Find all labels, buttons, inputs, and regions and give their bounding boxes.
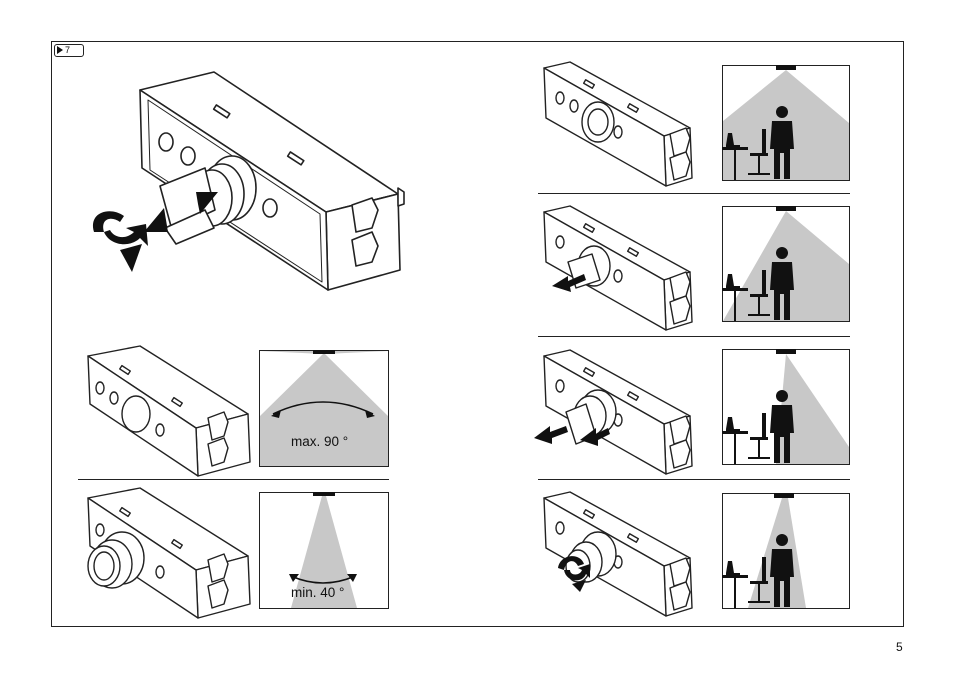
- beam-label-wide: max. 90 °: [291, 434, 348, 449]
- beam-panel-wide: [259, 350, 389, 467]
- room-scene-1: [722, 65, 850, 181]
- room-scene-2: [722, 206, 850, 322]
- sensor-right-3: [540, 346, 700, 476]
- room-scene-4: [722, 493, 850, 609]
- beam-label-narrow: min. 40 °: [291, 585, 344, 600]
- room-scene-3: [722, 349, 850, 465]
- sensor-narrow-setting: [78, 486, 278, 626]
- sensor-wide-setting: [78, 344, 278, 484]
- sensor-right-2: [540, 202, 700, 332]
- rotate-arrow-icon: [93, 211, 148, 272]
- sensor-right-1: [540, 58, 700, 188]
- sensor-right-4: [540, 488, 700, 618]
